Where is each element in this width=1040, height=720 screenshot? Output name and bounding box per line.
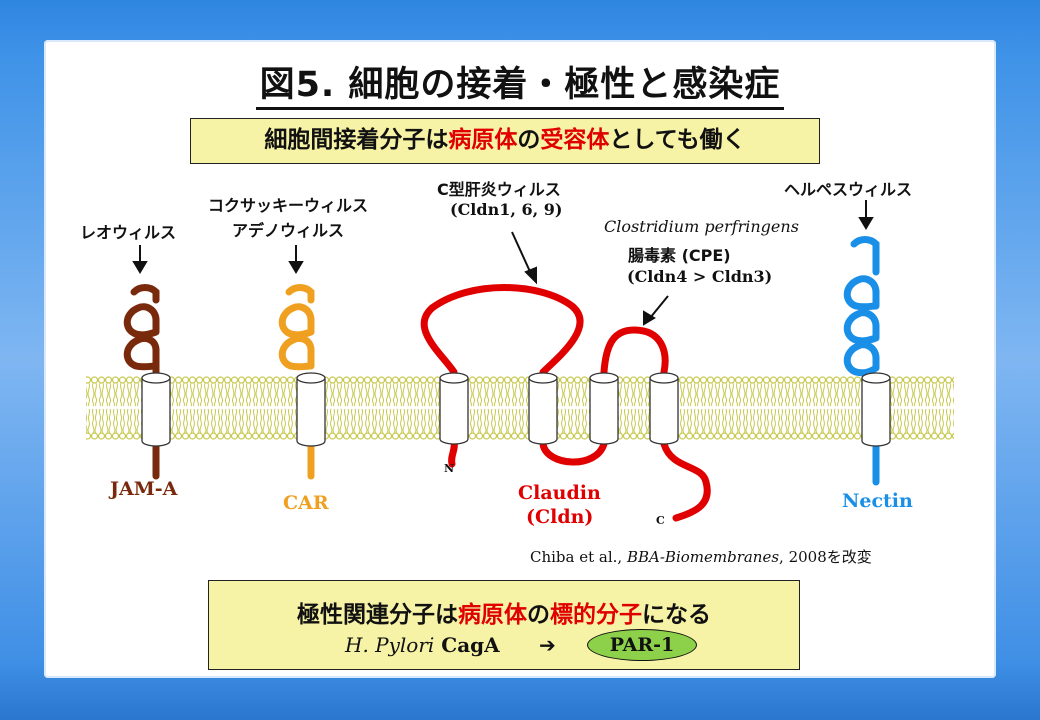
nectin-transmembrane (861, 372, 891, 447)
cpe-label-line3: (Cldn4 > Cldn3) (627, 267, 773, 286)
receptor-statement-pathogen: 病原体 (448, 127, 518, 153)
cpe-arrow (649, 295, 669, 319)
jama-label: JAM-A (110, 478, 178, 500)
c-terminus-label: C (656, 514, 665, 527)
car-label: CAR (283, 492, 329, 514)
cpe-label-line2: 腸毒素 (CPE) (628, 246, 731, 265)
coxsackie-label-line1: コクサッキーウィルス (208, 196, 369, 215)
target-statement-part3: の (527, 602, 550, 628)
target-statement-pathogen: 病原体 (458, 602, 527, 628)
nectin-molecule (843, 236, 880, 486)
car-molecule (278, 284, 315, 480)
target-statement-part1: 極性関連分子は (297, 602, 458, 628)
jama-molecule (123, 284, 160, 480)
hcv-arrow (511, 231, 533, 277)
jama-transmembrane (141, 372, 171, 447)
citation: Chiba et al., BBA-Biomembranes, 2008を改変 (530, 546, 872, 567)
hcv-label-line2: (Cldn1, 6, 9) (450, 200, 563, 219)
protein-name: CagA (434, 633, 500, 657)
receptor-statement-part1: 細胞間接着分子は (264, 127, 449, 153)
reovirus-label: レオウィルス (80, 223, 177, 242)
slide-title: 図5. 細胞の接着・極性と感染症 (0, 56, 1040, 110)
receptor-statement-part3: の (517, 127, 541, 153)
receptor-statement-part5: としても働く (609, 127, 746, 153)
target-statement-part5: になる (642, 602, 711, 628)
receptor-statement-box: 細胞間接着分子は病原体の受容体としても働く (190, 118, 820, 164)
claudin-label-line2: (Cldn) (526, 506, 594, 528)
right-arrow-icon: ➔ (539, 633, 556, 657)
target-statement-target: 標的分子 (550, 602, 642, 628)
car-transmembrane (296, 372, 326, 447)
nectin-label: Nectin (842, 490, 913, 512)
citation-authors: Chiba et al., (530, 548, 627, 566)
citation-rest: , 2008を改変 (779, 548, 872, 566)
claudin-transmembrane (439, 372, 679, 445)
cagA-line: H. Pylori CagA (345, 633, 500, 657)
organism-name: H. Pylori (345, 633, 435, 657)
claudin-label-line1: Claudin (518, 482, 601, 504)
receptor-statement-receptor: 受容体 (540, 127, 610, 153)
par1-target: PAR-1 (587, 629, 697, 661)
cpe-label-line1: Clostridium perfringens (604, 217, 799, 236)
arrows (132, 200, 874, 326)
herpes-label: ヘルペスウィルス (784, 180, 913, 199)
citation-journal: BBA-Biomembranes (626, 548, 780, 566)
coxsackie-label-line2: アデノウィルス (232, 221, 345, 240)
lipid-bilayer (86, 376, 954, 440)
hcv-label-line1: C型肝炎ウィルス (437, 180, 561, 199)
target-statement-line: 極性関連分子は病原体の標的分子になる (209, 595, 799, 629)
n-terminus-label: N (444, 462, 455, 475)
claudin-molecule (420, 284, 711, 522)
target-statement-box: 極性関連分子は病原体の標的分子になる H. Pylori CagA ➔ PAR-… (208, 580, 800, 670)
